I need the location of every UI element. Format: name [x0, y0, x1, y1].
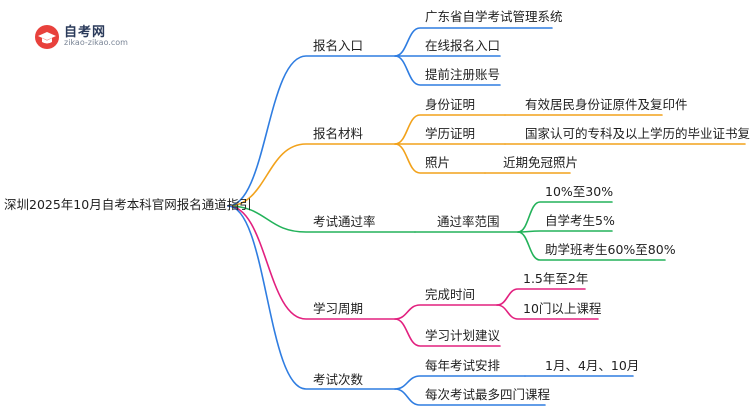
connector-signup-system — [394, 27, 553, 57]
node-annual-schedule[interactable]: 每年考试安排 — [425, 358, 501, 373]
node-rate-class[interactable]: 助学班考生60%至80% — [545, 242, 676, 257]
node-education-proof[interactable]: 学历证明 — [425, 126, 476, 141]
node-diploma-copy[interactable]: 国家认可的专科及以上学历的毕业证书复印件 — [525, 126, 750, 141]
logo-domain: zikao-zikao.com — [64, 38, 128, 47]
graduation-cap-icon — [35, 25, 59, 49]
connector-cycle-completion — [394, 304, 498, 320]
connector-root-materials — [227, 143, 396, 207]
connector-root-examcount — [227, 205, 396, 390]
root-node[interactable]: 深圳2025年10月自考本科官网报名通道指引 — [4, 197, 252, 212]
connector-cycle-plan — [394, 318, 501, 347]
node-guangdong-system[interactable]: 广东省自学考试管理系统 — [425, 9, 563, 24]
branch-materials[interactable]: 报名材料 — [313, 126, 364, 141]
connector-root-signup — [227, 55, 396, 207]
connector-root-passrate — [227, 205, 416, 233]
node-id-card-copy[interactable]: 有效居民身份证原件及复印件 — [525, 97, 688, 112]
connector-range-class — [517, 231, 666, 261]
branch-exam-count[interactable]: 考试次数 — [313, 372, 364, 387]
node-study-plan[interactable]: 学习计划建议 — [425, 328, 501, 343]
node-years[interactable]: 1.5年至2年 — [523, 271, 589, 286]
node-online-entry[interactable]: 在线报名入口 — [425, 38, 501, 53]
node-max-courses[interactable]: 每次考试最多四门课程 — [425, 387, 551, 402]
node-rate-self-study[interactable]: 自学考生5% — [545, 213, 615, 228]
node-rate-10-30[interactable]: 10%至30% — [545, 184, 614, 199]
branch-study-cycle[interactable]: 学习周期 — [313, 301, 364, 316]
connector-completion-years — [496, 288, 586, 306]
node-pass-range[interactable]: 通过率范围 — [437, 214, 500, 229]
logo-name: 自考网 — [64, 25, 107, 40]
connector-root-cycle — [227, 205, 396, 320]
node-photo[interactable]: 照片 — [425, 155, 451, 170]
node-completion-time[interactable]: 完成时间 — [425, 287, 476, 302]
node-courses[interactable]: 10门以上课程 — [523, 301, 602, 316]
node-register-account[interactable]: 提前注册账号 — [425, 67, 501, 82]
node-recent-photo[interactable]: 近期免冠照片 — [503, 155, 579, 170]
node-id-proof[interactable]: 身份证明 — [425, 97, 476, 112]
connector-count-max — [394, 388, 546, 406]
branch-signup-entry[interactable]: 报名入口 — [313, 38, 364, 53]
connector-materials-photo — [394, 143, 486, 174]
connector-count-schedule — [394, 375, 526, 390]
branch-pass-rate[interactable]: 考试通过率 — [313, 214, 376, 229]
connector-range-self — [517, 230, 613, 233]
connector-completion-courses — [496, 304, 599, 320]
connector-signup-account — [394, 55, 501, 86]
connector-materials-id — [394, 114, 506, 145]
node-exam-months[interactable]: 1月、4月、10月 — [545, 358, 640, 373]
connector-range-10-30 — [517, 201, 613, 233]
site-logo: 自考网 zikao-zikao.com — [28, 18, 138, 54]
